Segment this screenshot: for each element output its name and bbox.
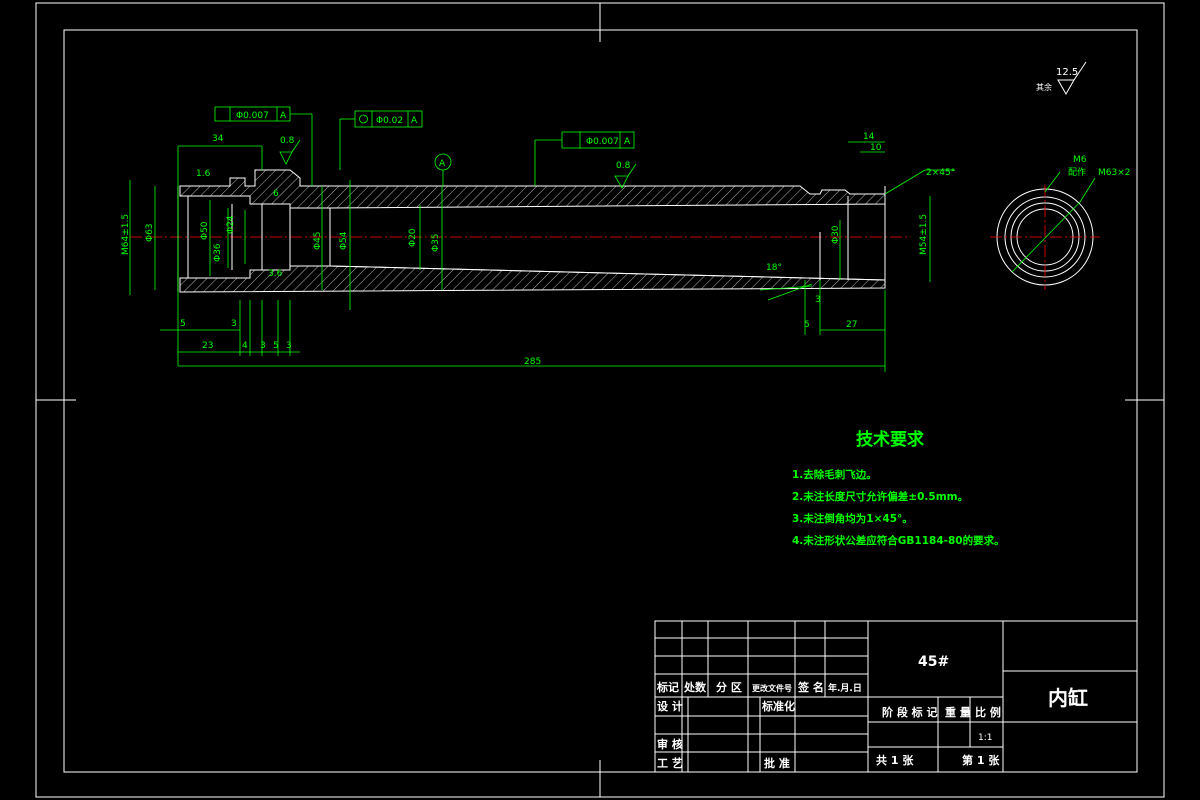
dim-m63: M63×2 [1098, 168, 1130, 178]
tol-1-ref: A [280, 111, 287, 121]
dim-3-b: 3 [260, 341, 266, 351]
title-block: 45# 内缸 标记 处数 分 区 更改文件号 签 名 年.月.日 设 计 标准化… [654, 620, 1138, 773]
tol-3-ref: A [624, 137, 631, 147]
dim-27: 27 [846, 320, 857, 330]
dim-0.8-b: 0.8 [616, 161, 631, 171]
dim-14: 14 [863, 132, 875, 142]
gongyi: 工 艺 [657, 756, 683, 770]
total-sheets: 共 1 张 [876, 753, 914, 767]
part-name: 内缸 [1048, 686, 1088, 710]
dim-m6: M6 [1073, 155, 1087, 165]
dim-phi64: M64±1.5 [121, 214, 131, 255]
dim-5-c: 5 [804, 320, 810, 330]
shenhe: 审 核 [657, 737, 683, 751]
note-3: 3.未注倒角均为1×45°。 [792, 512, 913, 525]
bili: 比 例 [975, 705, 1001, 719]
dim-phi50: Φ50 [200, 221, 210, 240]
dim-3.6: 3.6 [268, 269, 283, 279]
jieduan: 阶 段 标 记 [882, 705, 938, 719]
note-4: 4.未注形状公差应符合GB1184-80的要求。 [792, 534, 1005, 547]
note-1: 1.去除毛刺飞边。 [792, 468, 877, 481]
dim-phi45: Φ45 [313, 231, 323, 250]
roughness-note: 其余 [1036, 82, 1052, 92]
dim-phi36: Φ36 [213, 243, 223, 262]
dim-phi20: Φ20 [408, 228, 418, 247]
dim-3-c: 3 [286, 341, 292, 351]
dim-phi54b: M54±1.5 [919, 214, 929, 255]
tol-1: Φ0.007 [236, 111, 269, 121]
h-biaoji: 标记 [656, 680, 679, 694]
dim-5-a: 5 [180, 319, 186, 329]
zhongliang: 重 量 [945, 705, 971, 719]
dim-3-a: 3 [231, 319, 237, 329]
dim-phi54: Φ54 [339, 231, 349, 250]
dim-4: 4 [242, 341, 248, 351]
dimension-labels: 34 0.8 1.6 14 10 2×45° M6 配作 M63×2 M64±1… [121, 67, 1130, 367]
dim-23: 23 [202, 341, 213, 351]
dim-5-b: 5 [273, 341, 279, 351]
dim-34: 34 [212, 134, 224, 144]
dim-peizuo: 配作 [1068, 166, 1086, 178]
dim-3-d: 3 [815, 295, 821, 305]
notes-title: 技术要求 [856, 429, 924, 450]
h-date: 年.月.日 [828, 682, 862, 694]
dim-10: 10 [870, 143, 882, 153]
dimension-lines [129, 61, 1087, 372]
h-fenqu: 分 区 [716, 680, 742, 694]
side-view [990, 171, 1100, 290]
tol-3: Φ0.007 [586, 137, 619, 147]
h-wenjian: 更改文件号 [752, 683, 792, 693]
dim-0.8-a: 0.8 [280, 136, 295, 146]
part-section-view [177, 169, 886, 293]
dim-1.6: 1.6 [196, 169, 211, 179]
material: 45# [918, 654, 949, 670]
dim-6: 6 [273, 189, 279, 199]
roughness-value: 12.5 [1056, 67, 1078, 78]
sheet-no: 第 1 张 [962, 753, 1000, 767]
sheet-border [35, 2, 1165, 798]
dim-phi30: Φ30 [831, 225, 841, 244]
dim-chamfer: 2×45° [926, 168, 955, 178]
dim-phi63: Φ63 [145, 223, 155, 242]
tol-2: Φ0.02 [376, 116, 403, 126]
dim-18deg: 18° [766, 263, 782, 273]
sheji: 设 计 [657, 699, 683, 713]
technical-notes: 技术要求 1.去除毛刺飞边。 2.未注长度尺寸允许偏差±0.5mm。 3.未注倒… [792, 429, 1005, 547]
dim-phi35: Φ35 [431, 233, 441, 252]
biaozhunhua: 标准化 [761, 699, 795, 713]
note-2: 2.未注长度尺寸允许偏差±0.5mm。 [792, 490, 968, 503]
datum-a: A [439, 159, 446, 169]
scale: 1:1 [978, 733, 992, 743]
dim-285: 285 [524, 357, 541, 367]
tol-2-ref: A [411, 116, 418, 126]
h-chushu: 处数 [683, 680, 707, 694]
dim-phi24: Φ24 [226, 215, 236, 234]
pizhun: 批 准 [764, 756, 790, 770]
h-qianming: 签 名 [797, 680, 824, 694]
